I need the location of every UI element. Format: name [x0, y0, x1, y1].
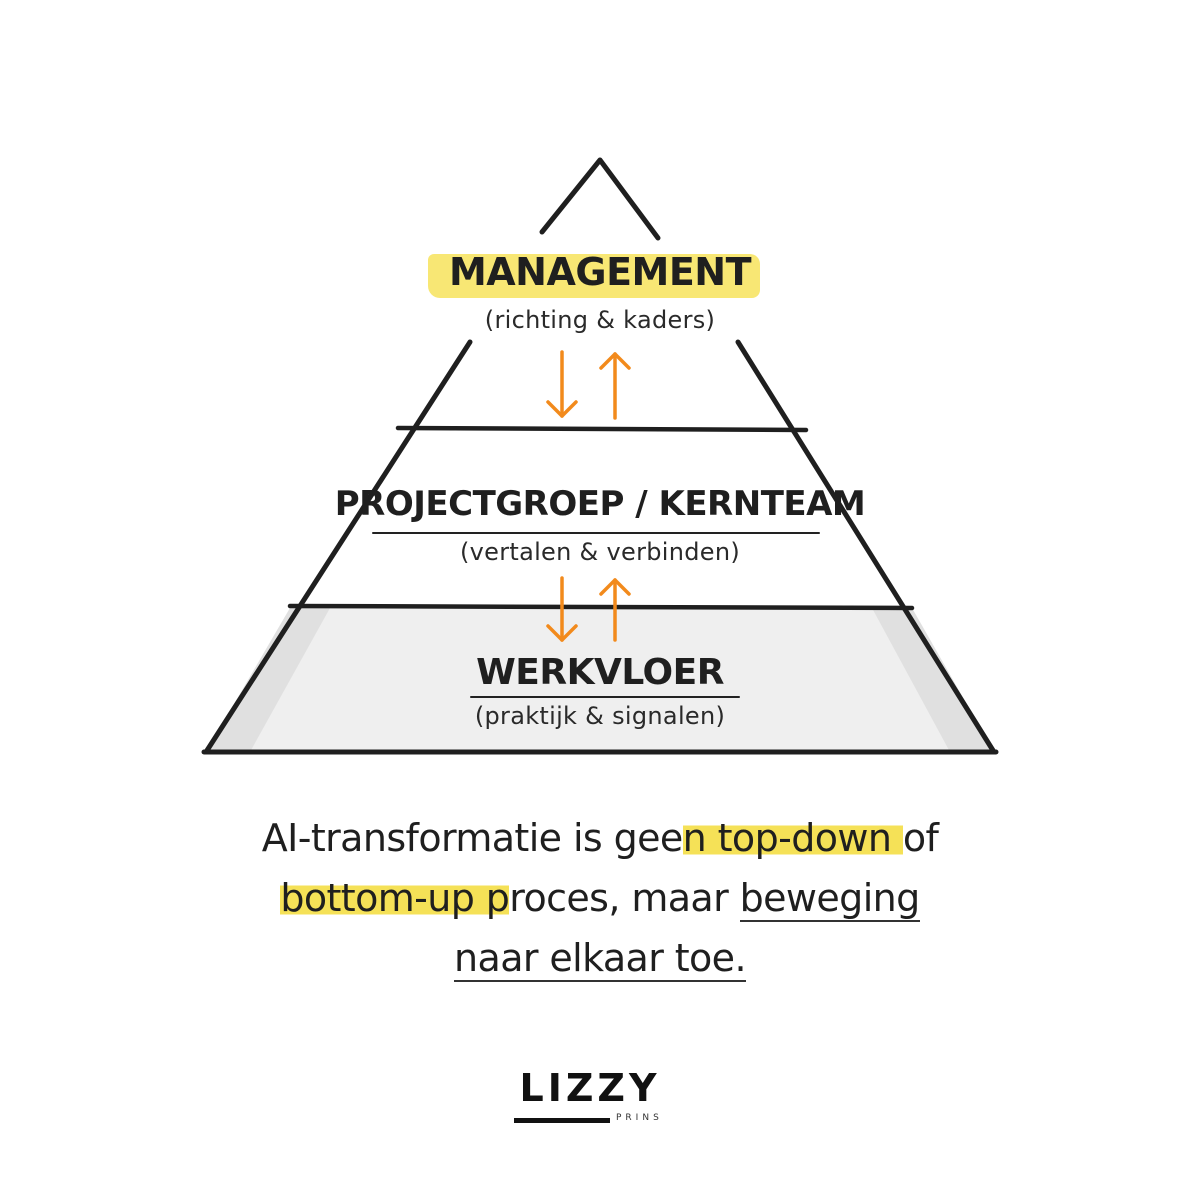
- logo-wordmark: LIZZY: [519, 1066, 661, 1110]
- caption-highlight-top-down: n top-down: [682, 816, 903, 860]
- arrow-up-icon: [599, 578, 631, 642]
- projectgroep-underline: [372, 532, 820, 534]
- management-highlight: [428, 254, 760, 298]
- pyramid-apex: [539, 157, 661, 241]
- level-subtitle-management: (richting & kaders): [484, 306, 716, 334]
- caption-line-1-end: of: [902, 816, 939, 860]
- caption-line-2-middle: roces, maar: [509, 876, 740, 920]
- base-tier-shade-left: [206, 608, 330, 752]
- level-title-projectgroep: PROJECTGROEP / KERNTEAM: [334, 484, 866, 524]
- caption-highlight-bottom-up: bottom-up p: [280, 876, 510, 920]
- level-title-management: MANAGEMENT: [448, 250, 752, 294]
- level-subtitle-werkvloer: (praktijk & signalen): [474, 702, 726, 730]
- level-subtitle-projectgroep: (vertalen & verbinden): [459, 538, 741, 566]
- pyramid-left-edge: [203, 339, 473, 755]
- caption-line-1: AI-transformatie is geen top-down of: [150, 816, 1050, 860]
- pyramid-right-edge: [735, 339, 997, 755]
- logo-bar: [514, 1118, 610, 1123]
- tier-divider-2: [287, 603, 915, 611]
- caption-line-3: naar elkaar toe.: [150, 936, 1050, 982]
- arrow-up-icon: [599, 352, 631, 420]
- caption-line-1-start: AI-transformatie is gee: [261, 816, 684, 860]
- arrow-down-icon: [546, 576, 578, 642]
- caption-underline-naar-elkaar-toe: naar elkaar toe.: [454, 936, 747, 982]
- arrow-down-icon: [546, 350, 578, 418]
- base-tier-shade-right: [872, 608, 994, 752]
- logo-tagline: PRINS: [616, 1113, 663, 1123]
- caption-underline-beweging: beweging: [739, 876, 920, 922]
- werkvloer-underline: [470, 696, 740, 698]
- caption-line-2: bottom-up proces, maar beweging: [150, 876, 1050, 922]
- level-title-werkvloer: WERKVLOER: [476, 652, 724, 693]
- base-tier-fill: [206, 608, 994, 752]
- tier-divider-1: [395, 425, 809, 433]
